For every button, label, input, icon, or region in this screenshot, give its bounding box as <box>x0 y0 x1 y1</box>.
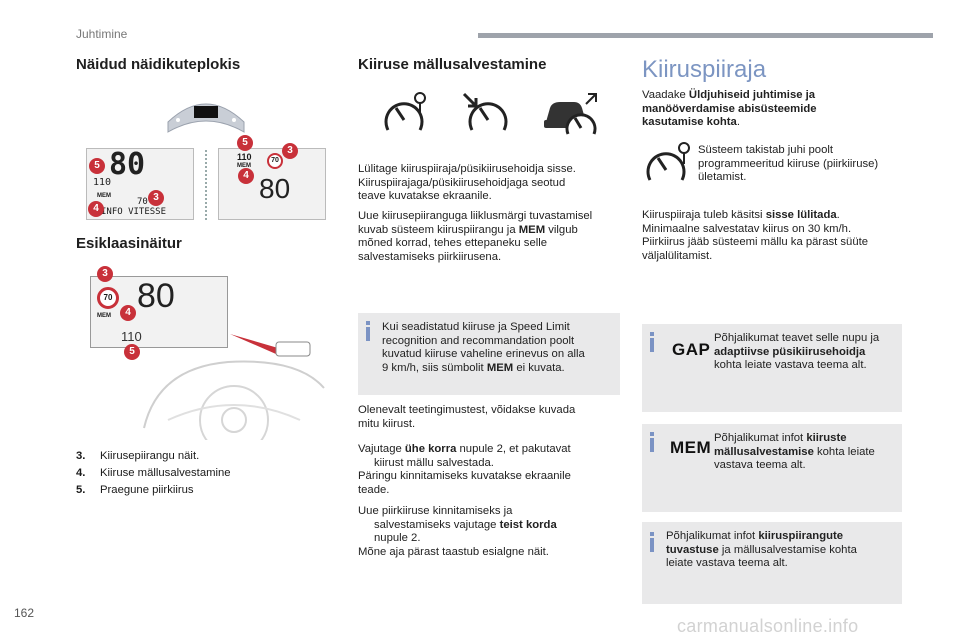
badge-4: 4 <box>238 168 254 184</box>
cluster-display-right: 110 MEM 70 80 <box>218 148 326 220</box>
title-memorisation: Kiiruse mällusalvestamine <box>358 56 547 73</box>
badge-3: 3 <box>282 143 298 159</box>
hud-mem: MEM <box>97 313 111 319</box>
paragraph-system: Süsteem takistab juhi poolt programmeeri… <box>698 144 879 184</box>
hud-display: 70 80 MEM 110 <box>90 276 228 348</box>
section-header: Juhtimine <box>76 27 128 41</box>
badge-3: 3 <box>148 190 164 206</box>
cluster-right-limit: 110 <box>237 152 252 162</box>
hud-limit: 110 <box>121 329 142 344</box>
cluster-memorised: 70 <box>137 197 148 207</box>
list-item: 3.Kiirusepiirangu näit. <box>76 450 200 462</box>
list-item: 5.Praegune piirkiirus <box>76 484 194 496</box>
mem-label: MEM <box>670 438 712 457</box>
list-item: 4.Kiiruse mällusalvestamine <box>76 467 231 479</box>
speedometer-button-icon <box>384 92 426 131</box>
hud-speed: 80 <box>137 277 175 315</box>
badge-4: 4 <box>120 305 136 321</box>
note-gap: GAP Põhjalikumat teavet selle nupu ja ad… <box>642 324 902 412</box>
paragraph-press-once: Vajutage ühe korra nupule 2, et pakutava… <box>358 443 571 496</box>
title-indicator: Esiklaasinäitur <box>76 235 182 252</box>
dashboard-illustration <box>143 334 325 440</box>
badge-3: 3 <box>97 266 113 282</box>
info-icon-bar <box>650 438 654 452</box>
gap-label: GAP <box>672 340 711 359</box>
cluster-info: INFO VITESSE <box>101 207 167 217</box>
info-icon-bar <box>650 538 654 552</box>
speedometer-arrow-icon <box>462 92 508 131</box>
info-icon <box>650 332 654 336</box>
legend-list: 3.Kiirusepiirangu näit. 4.Kiiruse mällus… <box>76 448 231 499</box>
info-icon <box>650 432 654 436</box>
note-mem: MEM Põhjalikumat infot kiiruste mällusal… <box>642 424 902 512</box>
speed-limiter-icon <box>646 142 690 181</box>
info-icon <box>366 321 370 325</box>
paragraph-activation: Kiiruspiiraja tuleb käsitsi sisse lülita… <box>642 209 869 262</box>
badge-4: 4 <box>88 201 104 217</box>
paragraph-intro: Vaadake Üldjuhiseid juhtimise ja manööve… <box>642 89 817 129</box>
title-display: Näidud näidikuteplokis <box>76 56 241 73</box>
info-icon <box>650 532 654 536</box>
cluster-speed: 80 <box>109 147 146 182</box>
cluster-limit: 110 <box>93 177 112 188</box>
badge-5: 5 <box>89 158 105 174</box>
page-number: 162 <box>14 606 35 620</box>
note-mem-threshold: Kui seadistatud kiiruse ja Speed Limit r… <box>358 313 620 395</box>
paragraph-new-limit: Uue kiirusepiiranguga liiklusmärgi tuvas… <box>358 210 593 263</box>
paragraph-road-conditions: Olenevalt teetingimustest, võidakse kuva… <box>358 404 576 430</box>
cluster-right-mem: MEM <box>237 163 251 169</box>
hud-speed-sign-icon: 70 <box>97 287 119 309</box>
speed-sign-icon: 70 <box>267 153 283 169</box>
cluster-right-speed: 80 <box>259 173 291 204</box>
paragraph-press-twice: Uue piirkiiruse kinnitamiseks ja salvest… <box>358 505 557 558</box>
instrument-display-icon <box>167 103 245 133</box>
cluster-mem: MEM <box>97 193 111 199</box>
info-icon-bar <box>366 327 370 341</box>
title-speed-limiter: Kiiruspiiraja <box>642 56 767 83</box>
watermark: carmanualsonline.info <box>677 616 859 636</box>
header-rule <box>478 33 933 38</box>
divider-ticks <box>205 150 207 220</box>
car-speedometer-icon <box>544 93 597 135</box>
note-recognition: Põhjalikumat infot kiiruspiirangute tuva… <box>642 522 902 604</box>
badge-5: 5 <box>124 344 140 360</box>
paragraph-switch-on: Lülitage kiiruspiiraja/püsikiirusehoidja… <box>358 163 576 203</box>
info-icon-bar <box>650 338 654 352</box>
cluster-display-left: 80 110 MEM 70 INFO VITESSE <box>86 147 194 220</box>
badge-5: 5 <box>237 135 253 151</box>
